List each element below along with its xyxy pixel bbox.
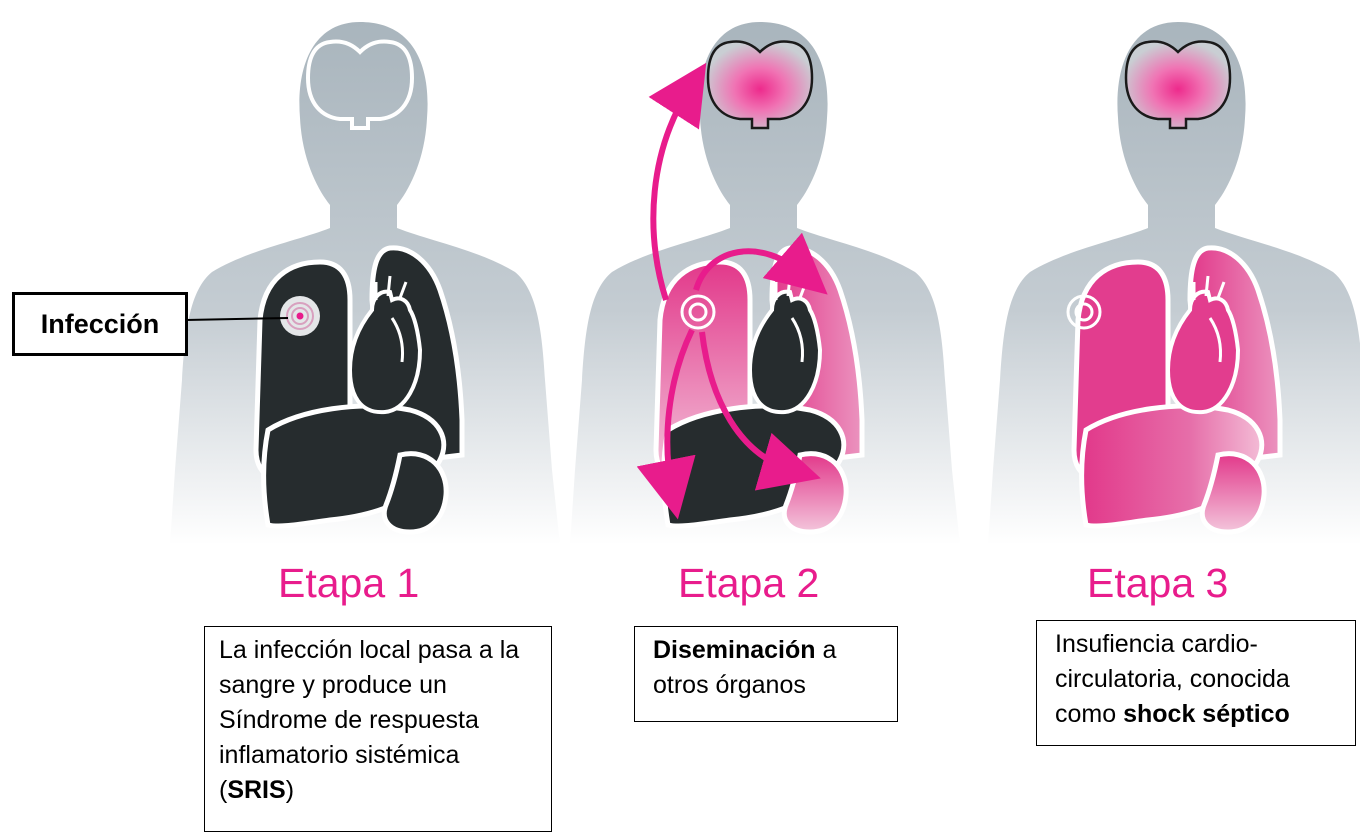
stage-1-desc-bold: SRIS [227,776,286,804]
heart-vessels [1192,275,1226,363]
stage-1-description: La infección local pasa a la sangre y pr… [204,626,552,832]
stage-2-description: Diseminación a otros órganos [634,626,898,722]
figure-stage-2 [570,22,960,545]
infection-ring [286,302,314,330]
heart [747,289,823,415]
stage-1-desc-text: La infección local pasa a la sangre y pr… [219,636,520,804]
callout-line [185,317,289,321]
infection-focus [680,294,716,330]
infection-callout: Infección [12,292,188,356]
arrow-to-stomach [699,331,821,491]
brain-inflamed [706,40,814,130]
heart-vessels [374,275,408,363]
stage-3-title: Etapa 3 [1087,560,1229,606]
stage-3-desc-bold: shock séptico [1123,700,1290,728]
infection-dot [296,312,304,320]
stomach [381,451,449,535]
figure-stage-1 [170,22,560,545]
infection-callout-label: Infección [40,308,160,339]
infection-ring [291,307,309,325]
arrow-to-brain [648,62,707,301]
stomach [1199,451,1267,535]
stage-2-title: Etapa 2 [678,560,820,606]
heart [1165,289,1241,415]
stage-1-title: Etapa 1 [278,560,420,606]
arrow-to-lung [693,232,828,295]
arrow-to-liver [636,328,696,520]
stage-2-desc-text: a otros órganos [653,636,837,699]
brain-inflamed [1124,40,1232,130]
infection-focus [1066,294,1102,330]
stage-3-desc-text: Insufiencia cardio-circulatoria, conocid… [1055,630,1290,728]
stage-3-description: Insufiencia cardio-circulatoria, conocid… [1036,620,1356,746]
infection-ring [1074,302,1094,322]
figure-stage-3 [988,22,1360,545]
brain-outline [305,39,415,130]
infection-ring [688,302,708,322]
stage-1-desc-end: ) [285,776,295,804]
heart [347,289,423,415]
stage-2-desc-bold: Diseminación [653,636,816,664]
